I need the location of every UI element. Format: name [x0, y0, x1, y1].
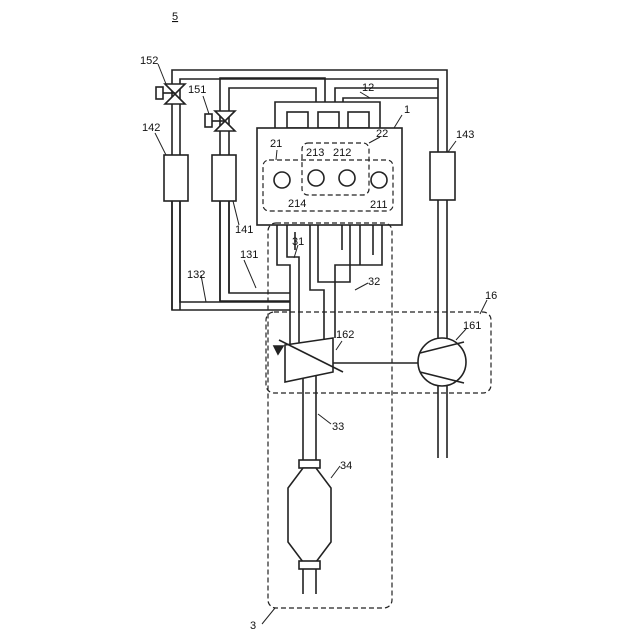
label-33: 33 — [332, 421, 344, 433]
sensor-211 — [371, 172, 387, 188]
valve-151 — [205, 111, 235, 131]
cooler-143 — [430, 152, 455, 200]
catalyst-34 — [288, 460, 331, 594]
label-22: 22 — [376, 128, 388, 140]
label-152: 152 — [140, 55, 158, 67]
figure-label: 5 — [172, 11, 178, 23]
sensor-213 — [308, 170, 324, 186]
label-212: 212 — [333, 147, 351, 159]
label-32: 32 — [368, 276, 380, 288]
compressor-161 — [418, 338, 466, 386]
label-16: 16 — [485, 290, 497, 302]
label-34: 34 — [340, 460, 352, 472]
intake-manifold — [275, 88, 438, 128]
label-213: 213 — [306, 147, 324, 159]
label-211: 211 — [370, 199, 388, 211]
label-131: 131 — [240, 249, 258, 261]
turbine-162 — [285, 338, 333, 382]
label-151: 151 — [188, 84, 206, 96]
label-162: 162 — [336, 329, 354, 341]
label-141: 141 — [235, 224, 253, 236]
label-31: 31 — [292, 236, 304, 248]
sensor-212 — [339, 170, 355, 186]
label-214: 214 — [288, 198, 306, 210]
sensor-214 — [274, 172, 290, 188]
egr-cooler-142 — [164, 155, 188, 201]
label-161: 161 — [463, 320, 481, 332]
exhaust-pipe-33 — [303, 376, 316, 460]
label-3: 3 — [250, 620, 256, 632]
label-142: 142 — [142, 122, 160, 134]
label-21: 21 — [270, 138, 282, 150]
label-1: 1 — [404, 104, 410, 116]
label-143: 143 — [456, 129, 474, 141]
egr-cooler-141 — [212, 155, 236, 201]
label-12: 12 — [362, 82, 374, 94]
label-132: 132 — [187, 269, 205, 281]
